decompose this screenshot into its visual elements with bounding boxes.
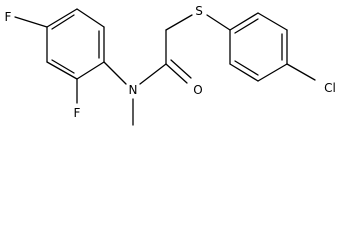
- bond-s-ring: [206, 14, 231, 31]
- bond: [257, 12, 288, 31]
- bond: [76, 61, 105, 80]
- fluorine-ortho-label: F: [74, 106, 81, 120]
- bond-n-carbonyl: [139, 63, 167, 85]
- bond-carbonyl-double-b: [170, 59, 192, 79]
- sulfur-label: S: [195, 4, 203, 18]
- double-bond-inner: [51, 14, 75, 30]
- bond-ring-n: [103, 61, 127, 85]
- bond: [257, 63, 288, 82]
- difluorophenyl-ring: [46, 8, 105, 80]
- bond: [229, 63, 259, 82]
- double-bond-inner: [51, 59, 75, 74]
- bond-carbonyl-double-a: [165, 63, 188, 84]
- bond-c-cl: [286, 63, 316, 81]
- chlorine-label: Cl: [324, 81, 336, 95]
- double-bond-inner: [234, 18, 259, 34]
- bond: [76, 8, 105, 28]
- oxygen-label: O: [193, 83, 202, 97]
- nitrogen-label: N: [129, 83, 138, 97]
- bond: [46, 8, 78, 28]
- chlorophenyl-ring: [229, 12, 288, 82]
- bond: [229, 12, 259, 31]
- molecule-diagram: F F N O S Cl: [5, 4, 336, 126]
- bond-ch2-s: [165, 14, 193, 31]
- bond-c-f-para: [14, 16, 48, 28]
- bond: [46, 61, 78, 80]
- fluorine-para-label: F: [5, 10, 12, 24]
- double-bond-inner: [234, 60, 259, 76]
